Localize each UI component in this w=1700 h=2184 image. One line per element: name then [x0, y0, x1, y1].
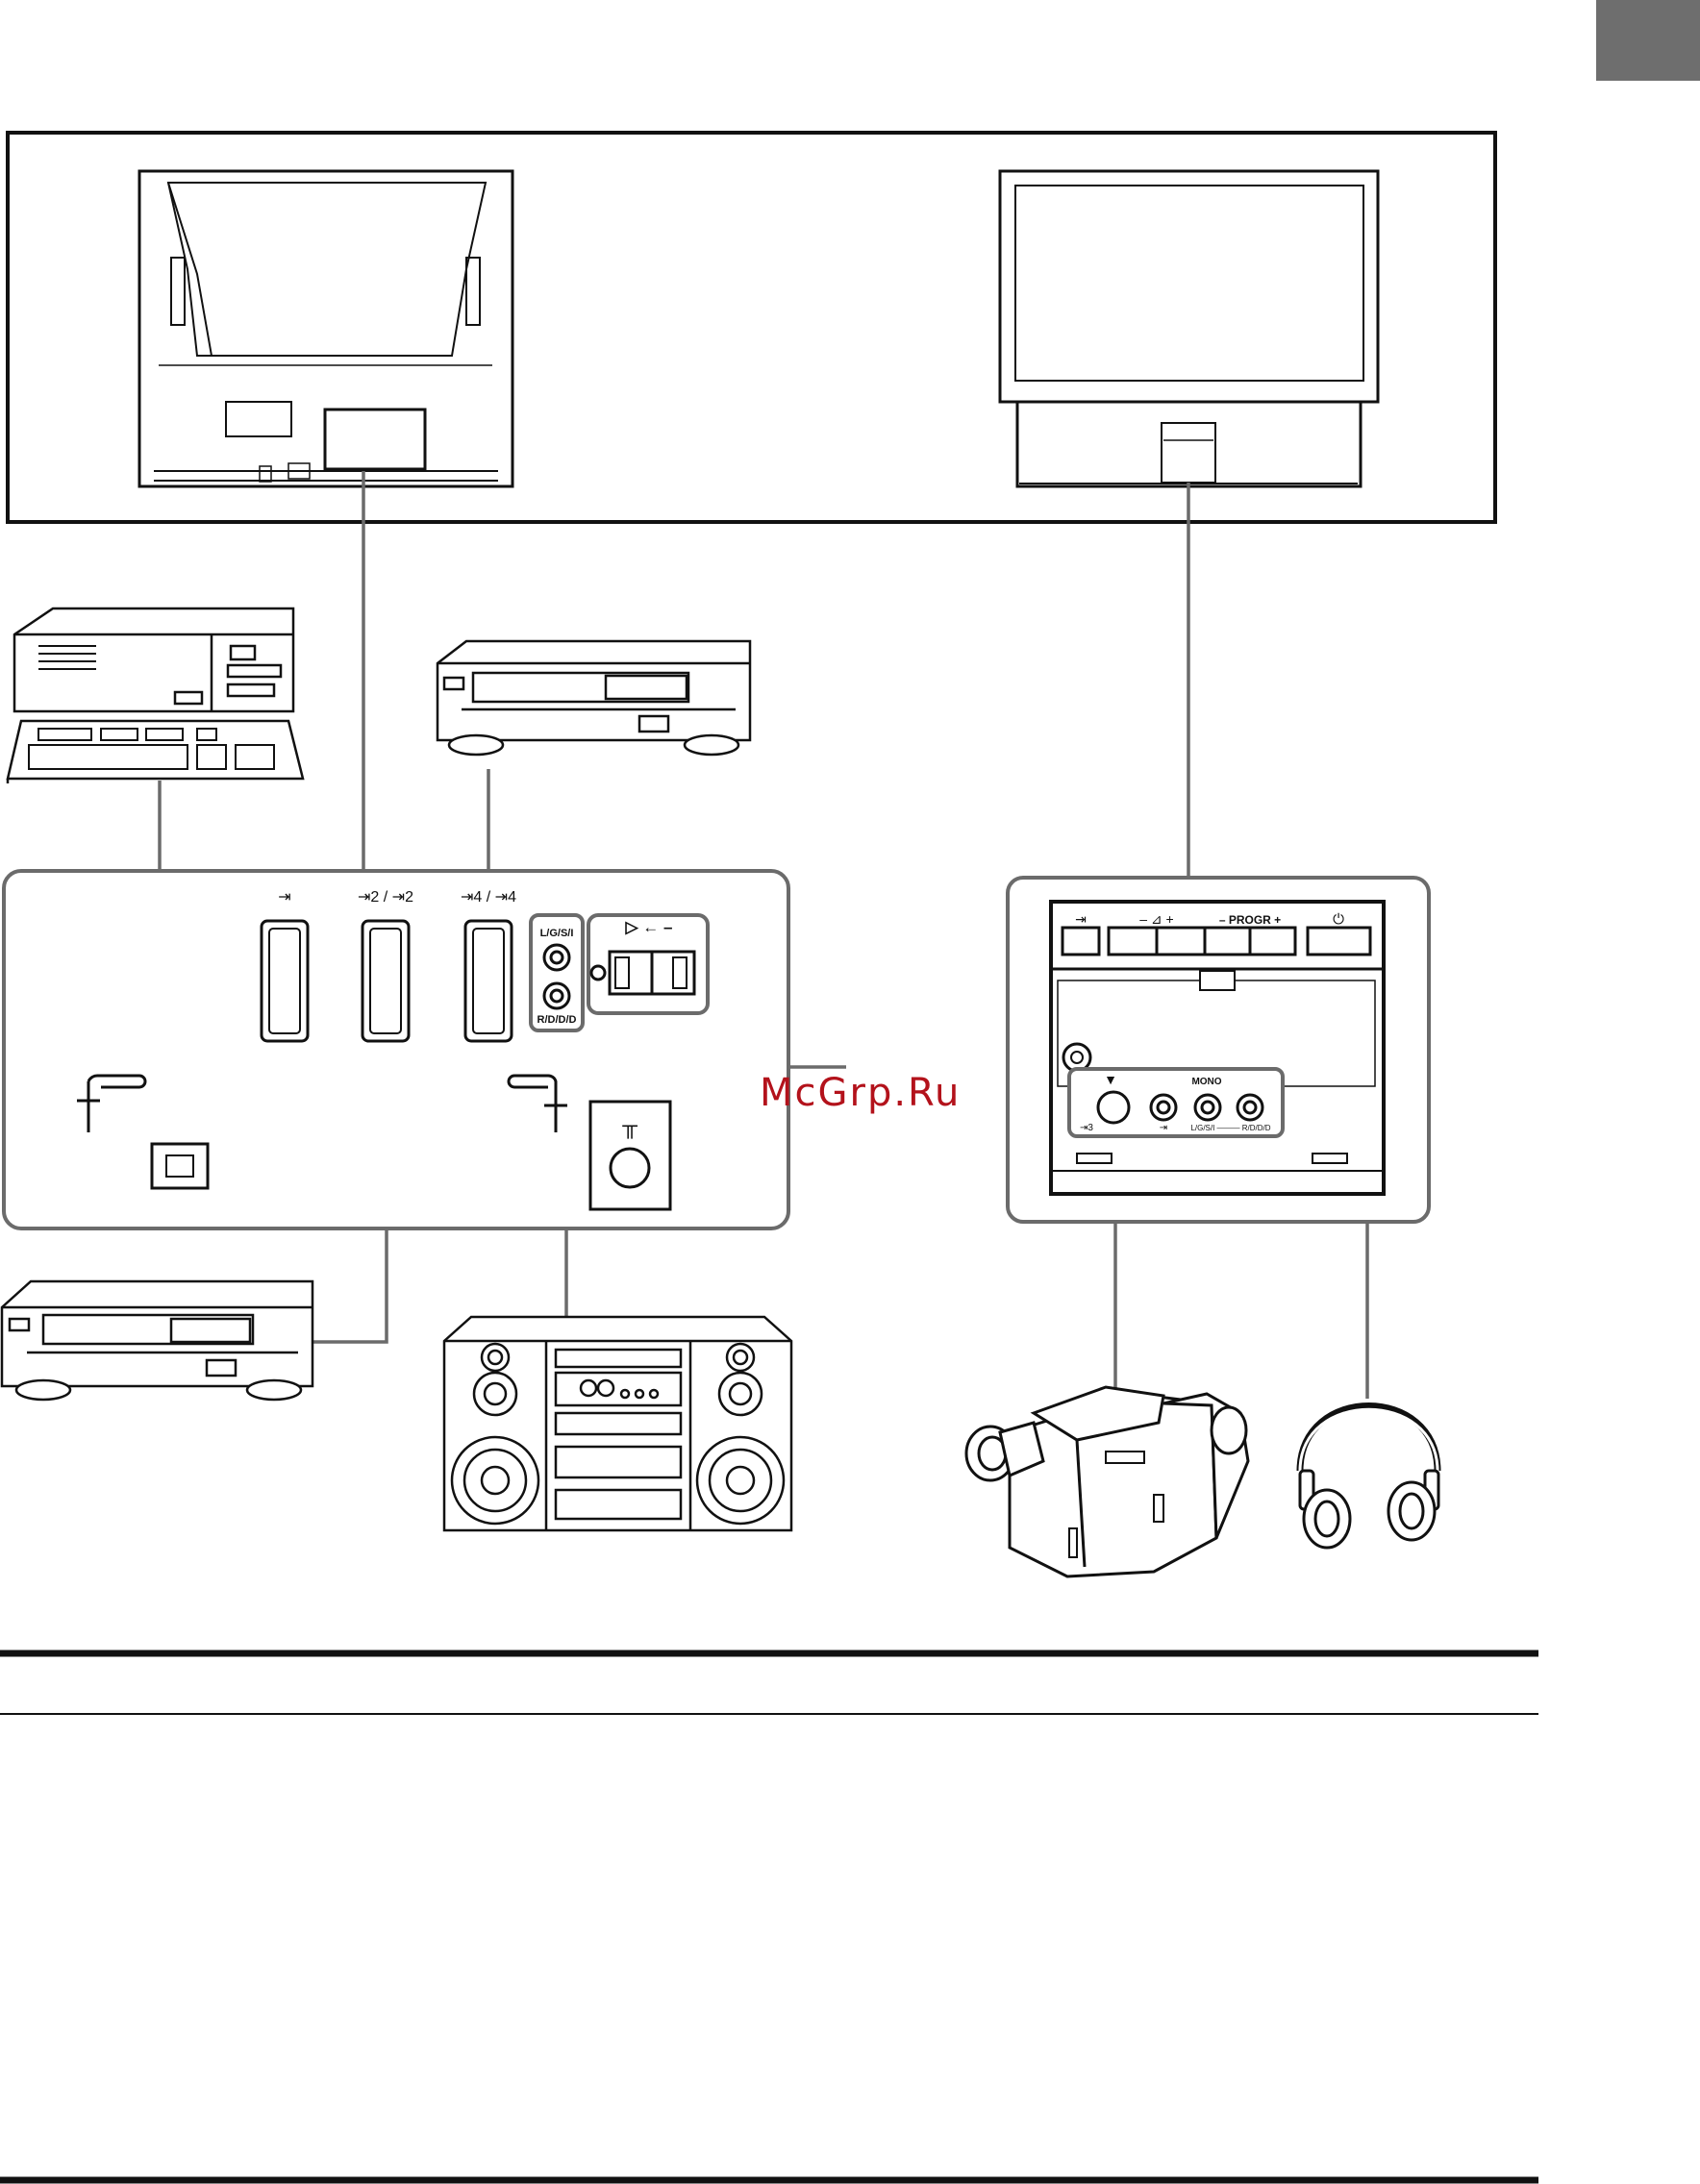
camcorder: [966, 1387, 1248, 1576]
headphones: [1300, 1406, 1438, 1549]
watermark: McGrp.Ru: [760, 1071, 961, 1115]
headphone-jack: [1063, 1044, 1090, 1071]
s-video-label: ⇥3: [1080, 1123, 1093, 1133]
scart-4-label: ⇥4 / ⇥4: [461, 889, 516, 906]
mono-label: MONO: [1191, 1077, 1221, 1087]
audio-labels: L/G/S/I ——— R/D/D/D: [1190, 1124, 1270, 1132]
volume-label: – ⊿ +: [1139, 911, 1173, 927]
rca-top-label: L/G/S/I: [540, 928, 574, 939]
tv-front: [1000, 171, 1378, 486]
power-label: ⏻: [1333, 911, 1344, 928]
antenna-symbol: ╥: [621, 1113, 638, 1139]
s-video-jack: [1098, 1092, 1129, 1123]
rear-panel: ⇥ ⇥2 / ⇥2 ⇥4 / ⇥4 L/G/S/I R/D/D/D ▷ ← – …: [4, 871, 788, 1228]
speaker-switch-label: ▷ ← –: [625, 918, 673, 936]
computer: [8, 608, 303, 783]
rca-bottom-label: R/D/D/D: [538, 1014, 577, 1026]
vcr-top: [438, 641, 750, 755]
tv-rear: [139, 171, 512, 486]
hifi-system: [444, 1317, 791, 1530]
input-button: [1062, 928, 1099, 955]
input-arrow: ▼: [1104, 1072, 1117, 1087]
power-button: [1308, 928, 1370, 955]
page-tab: [1596, 0, 1700, 81]
vcr-bottom: [2, 1281, 312, 1400]
input-button-label: ⇥: [1075, 911, 1087, 927]
front-panel: ⇥ – ⊿ + – PROGR + ⏻ ▼ MONO ⇥3 ⇥ L/G/S/I …: [1008, 878, 1429, 1222]
voltage-selector: [152, 1144, 208, 1188]
scart-2-label: ⇥2 / ⇥2: [358, 889, 413, 906]
scart-1-label: ⇥: [278, 889, 290, 906]
video-in-label: ⇥: [1160, 1123, 1167, 1133]
progr-label: – PROGR +: [1219, 913, 1281, 927]
